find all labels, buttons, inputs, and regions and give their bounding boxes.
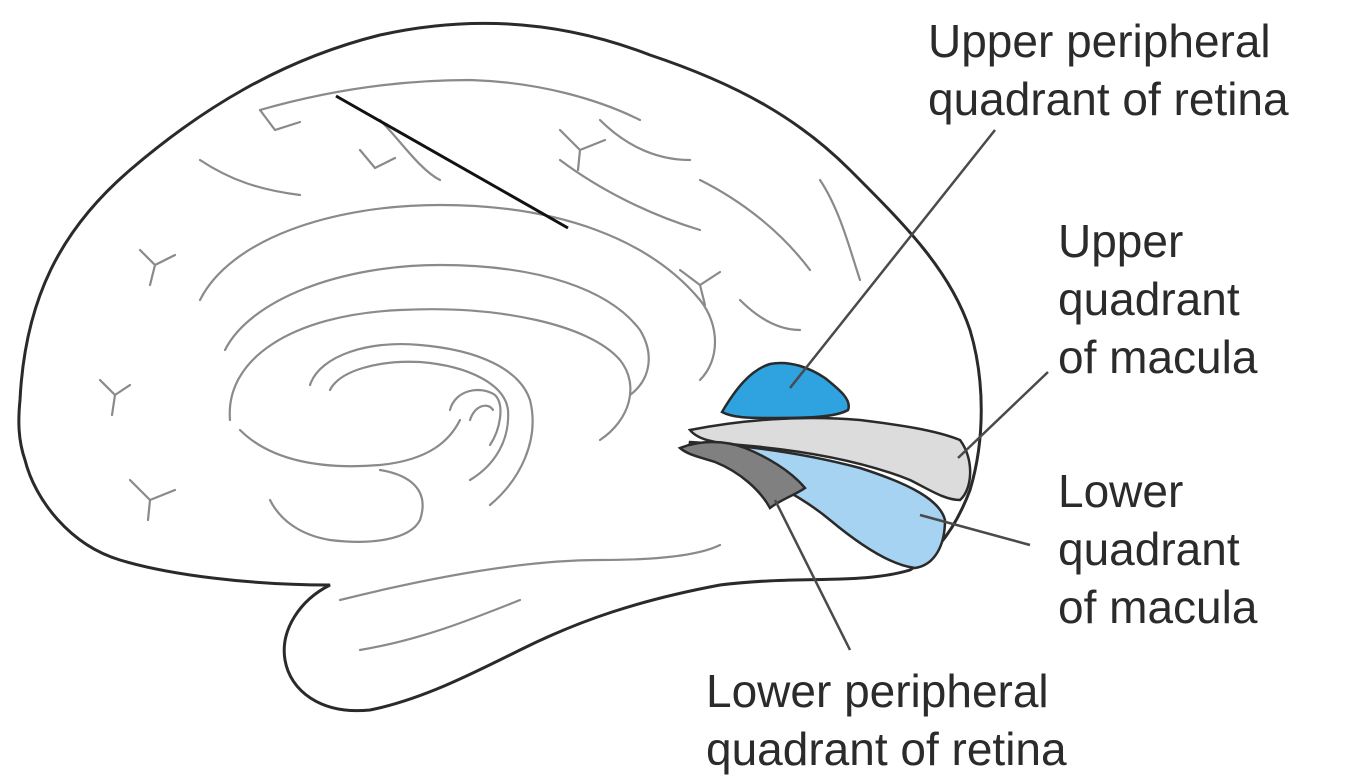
label-upper-peripheral-quadrant-of-retina: Upper peripheral quadrant of retina [928,12,1289,128]
label-line: quadrant of retina [706,720,1067,778]
label-line: Upper [1058,212,1257,270]
label-lower-peripheral-quadrant-of-retina: Lower peripheral quadrant of retina [706,662,1067,778]
label-lower-quadrant-of-macula: Lower quadrant of macula [1058,462,1257,636]
label-line: quadrant [1058,520,1257,578]
label-line: Lower [1058,462,1257,520]
label-line: of macula [1058,328,1257,386]
label-line: of macula [1058,578,1257,636]
label-line: Lower peripheral [706,662,1067,720]
label-upper-quadrant-of-macula: Upper quadrant of macula [1058,212,1257,386]
label-line: quadrant [1058,270,1257,328]
label-line: quadrant of retina [928,70,1289,128]
label-line: Upper peripheral [928,12,1289,70]
